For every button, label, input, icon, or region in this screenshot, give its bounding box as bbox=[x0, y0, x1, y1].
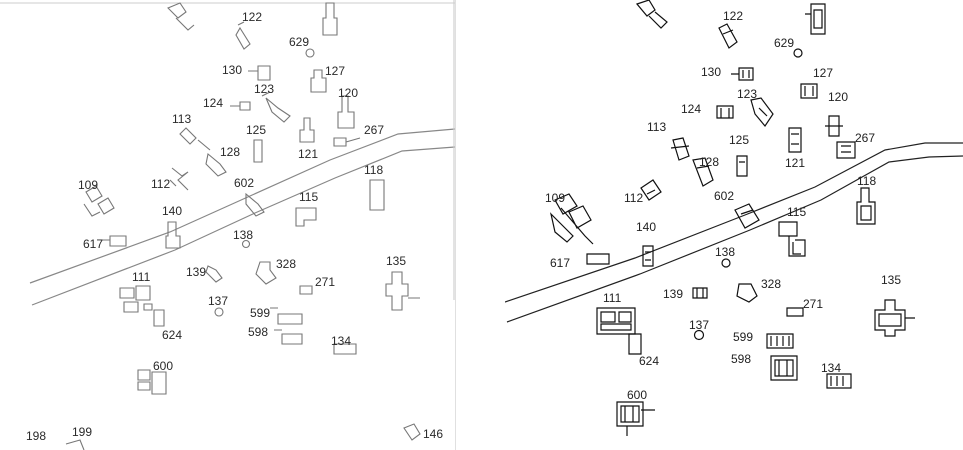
parcel-left-label-125: 125 bbox=[246, 123, 266, 137]
parcel-left-label-127: 127 bbox=[325, 64, 345, 78]
road-edge-upper bbox=[29, 128, 455, 284]
parcel-right-label-617: 617 bbox=[550, 256, 570, 270]
parcel-left-label-328: 328 bbox=[276, 257, 296, 271]
parcel-left-label-617: 617 bbox=[83, 237, 103, 251]
parcel-right-label-140: 140 bbox=[636, 220, 656, 234]
parcel-left-label-600: 600 bbox=[153, 359, 173, 373]
parcel-left-label-128: 128 bbox=[220, 145, 240, 159]
parcel-right-label-138: 138 bbox=[715, 245, 735, 259]
road-edge-lower bbox=[31, 146, 455, 306]
parcel-left-label-130: 130 bbox=[222, 63, 242, 77]
parcel-left-label-599: 599 bbox=[250, 306, 270, 320]
parcel-left-label-137: 137 bbox=[208, 294, 228, 308]
road-edge-lower bbox=[506, 155, 963, 323]
parcel-left-label-135: 135 bbox=[386, 254, 406, 268]
map-panel-right[interactable]: 122 629 130 127 123 120 124 113 125 267 121 128 118 1… bbox=[505, 0, 963, 450]
parcel-right-label-137: 137 bbox=[689, 318, 709, 332]
parcel-right-label-124: 124 bbox=[681, 102, 701, 116]
parcel-right-label-118: 118 bbox=[857, 174, 876, 188]
parcel-left-label-134: 134 bbox=[331, 334, 351, 348]
parcel-left-label-113: 113 bbox=[172, 112, 191, 126]
parcel-left-label-198: 198 bbox=[26, 429, 46, 443]
parcel-right-label-598: 598 bbox=[731, 352, 751, 366]
parcel-right-label-112: 112 bbox=[624, 191, 643, 205]
map-labels-left: 122 629 130 127 123 120 124 113 125 267 128 121 118 1… bbox=[26, 10, 443, 443]
parcel-right-label-111: 111 bbox=[603, 291, 622, 305]
parcel-left-label-602: 602 bbox=[234, 176, 254, 190]
road-edge-upper bbox=[505, 142, 963, 303]
parcel-right-label-115: 115 bbox=[787, 205, 806, 219]
parcel-right-label-122: 122 bbox=[723, 9, 743, 23]
parcel-right-label-120: 120 bbox=[828, 90, 848, 104]
map-canvas-right[interactable]: 122 629 130 127 123 120 124 113 125 267 121 128 118 1… bbox=[505, 0, 963, 450]
parcel-left-label-120: 120 bbox=[338, 86, 358, 100]
parcel-left-label-123: 123 bbox=[254, 82, 274, 96]
parcel-right-label-135: 135 bbox=[881, 273, 901, 287]
parcel-left-label-109: 109 bbox=[78, 178, 98, 192]
parcel-left-label-111: 111 bbox=[132, 270, 151, 284]
parcel-left-label-118: 118 bbox=[364, 163, 383, 177]
parcel-right-label-629: 629 bbox=[774, 36, 794, 50]
parcel-left-label-267: 267 bbox=[364, 123, 384, 137]
building-symbols-left bbox=[65, 2, 421, 450]
map-panel-left[interactable]: 122 629 130 127 123 120 124 113 125 267 128 121 118 1… bbox=[0, 0, 456, 450]
parcel-right-label-125: 125 bbox=[729, 133, 749, 147]
parcel-right-label-624: 624 bbox=[639, 354, 659, 368]
parcel-left-label-199: 199 bbox=[72, 425, 92, 439]
parcel-left-label-121: 121 bbox=[298, 147, 318, 161]
parcel-right-label-267: 267 bbox=[855, 131, 875, 145]
parcel-left-label-146: 146 bbox=[423, 427, 443, 441]
map-labels-right: 122 629 130 127 123 120 124 113 125 267 121 128 118 1… bbox=[545, 9, 901, 402]
parcel-left-label-139: 139 bbox=[186, 265, 206, 279]
parcel-right-label-139: 139 bbox=[663, 287, 683, 301]
parcel-left-label-271: 271 bbox=[315, 275, 335, 289]
parcel-left-label-138: 138 bbox=[233, 228, 253, 242]
map-canvas-left[interactable]: 122 629 130 127 123 120 124 113 125 267 128 121 118 1… bbox=[0, 0, 455, 450]
parcel-right-label-602: 602 bbox=[714, 189, 734, 203]
parcel-left-label-624: 624 bbox=[162, 328, 182, 342]
parcel-right-label-600: 600 bbox=[627, 388, 647, 402]
parcel-left-label-112: 112 bbox=[151, 177, 170, 191]
parcel-right-label-127: 127 bbox=[813, 66, 833, 80]
parcel-left-label-124: 124 bbox=[203, 96, 223, 110]
parcel-left-label-122: 122 bbox=[242, 10, 262, 24]
parcel-right-label-109: 109 bbox=[545, 191, 565, 205]
parcel-right-label-134: 134 bbox=[821, 361, 841, 375]
parcel-right-label-130: 130 bbox=[701, 65, 721, 79]
parcel-right-label-128: 128 bbox=[699, 155, 719, 169]
parcel-left-label-629: 629 bbox=[289, 35, 309, 49]
parcel-left-label-598: 598 bbox=[248, 325, 268, 339]
parcel-right-label-271: 271 bbox=[803, 297, 823, 311]
building-symbols-right bbox=[549, 0, 915, 436]
parcel-right-label-123: 123 bbox=[737, 87, 757, 101]
parcel-right-label-328: 328 bbox=[761, 277, 781, 291]
parcel-left-label-140: 140 bbox=[162, 204, 182, 218]
parcel-right-label-599: 599 bbox=[733, 330, 753, 344]
parcel-right-label-113: 113 bbox=[647, 120, 666, 134]
parcel-left-label-115: 115 bbox=[299, 190, 318, 204]
parcel-right-label-121: 121 bbox=[785, 156, 805, 170]
